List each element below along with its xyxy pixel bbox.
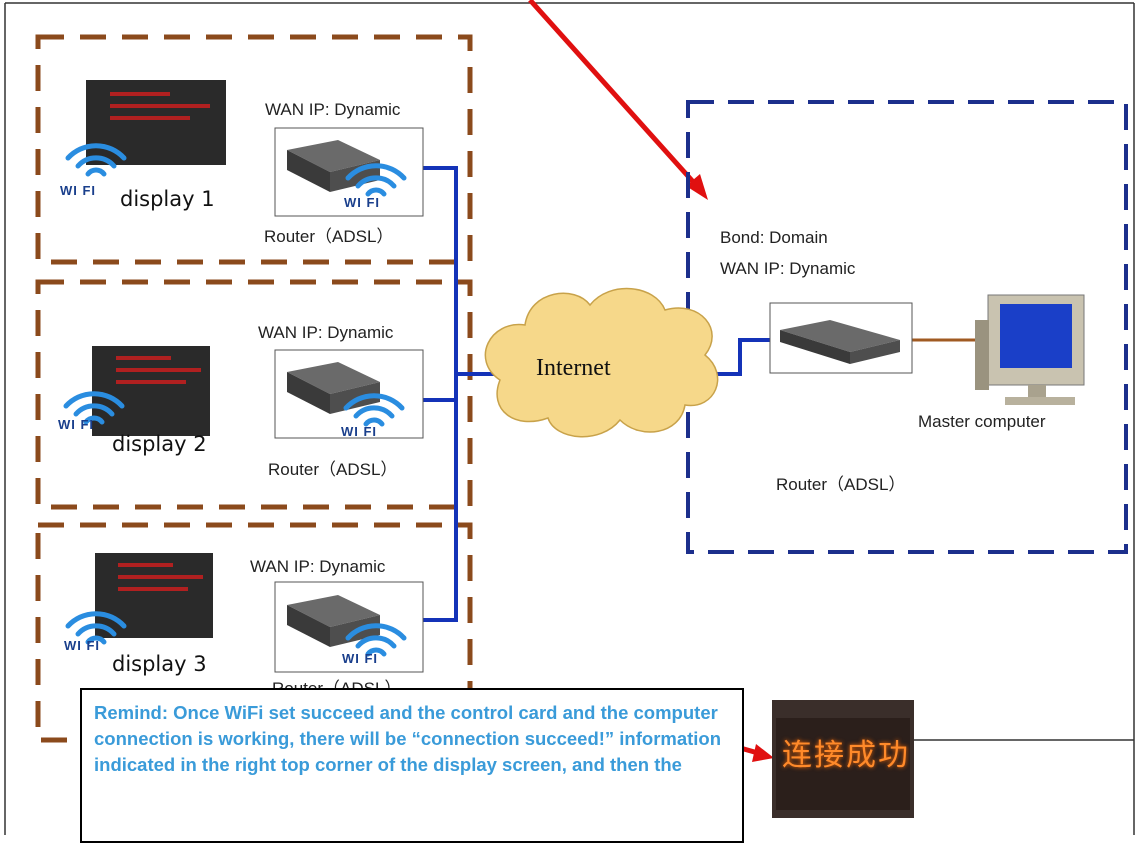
master-bond-label: Bond: Domain [720, 228, 828, 247]
wifi-icon [63, 391, 125, 425]
display-3-wan-label: WAN IP: Dynamic [250, 557, 386, 576]
wifi-icon [65, 143, 127, 177]
remind-note: Remind: Once WiFi set succeed and the co… [80, 688, 744, 843]
wifi-icon [345, 623, 407, 657]
display-group-1-frame [35, 34, 473, 265]
master-computer-label: Master computer [918, 412, 1046, 431]
display-2-label: display 2 [112, 432, 207, 456]
led-panel [772, 700, 914, 818]
router-3-wifi-label: WI FI [342, 651, 379, 666]
display-2-wifi-label: WI FI [58, 417, 95, 432]
display-1-label: display 1 [120, 187, 215, 211]
router-1 [274, 127, 424, 217]
master-wan-label: WAN IP: Dynamic [720, 259, 856, 278]
internet-label: Internet [536, 355, 611, 381]
router-3 [274, 581, 424, 673]
master-group-frame [686, 100, 1128, 554]
top-arrow [528, 0, 708, 200]
master-router [769, 302, 913, 374]
master-router-label: Router（ADSL） [776, 475, 906, 494]
wifi-icon [65, 611, 127, 645]
display-screen-1 [86, 80, 226, 165]
display-group-2-frame [35, 279, 473, 510]
router-2 [274, 349, 424, 439]
wifi-icon [343, 393, 405, 427]
router-1-wifi-label: WI FI [344, 195, 381, 210]
router-2-wifi-label: WI FI [341, 424, 378, 439]
internet-cloud [484, 287, 719, 438]
display-1-wifi-label: WI FI [60, 183, 97, 198]
display-screen-3 [95, 553, 213, 638]
router-1-label: Router（ADSL） [264, 227, 394, 246]
computer-icon [975, 294, 1085, 405]
display-1-wan-label: WAN IP: Dynamic [265, 100, 401, 119]
display-2-wan-label: WAN IP: Dynamic [258, 323, 394, 342]
network-links [420, 166, 770, 622]
remind-text: Remind: Once WiFi set succeed and the co… [94, 702, 722, 775]
router-2-label: Router（ADSL） [268, 460, 398, 479]
wifi-icon [345, 163, 407, 197]
display-3-label: display 3 [112, 652, 207, 676]
display-3-wifi-label: WI FI [64, 638, 101, 653]
led-message: 连接成功 [782, 738, 910, 773]
display-screen-2 [92, 346, 210, 436]
